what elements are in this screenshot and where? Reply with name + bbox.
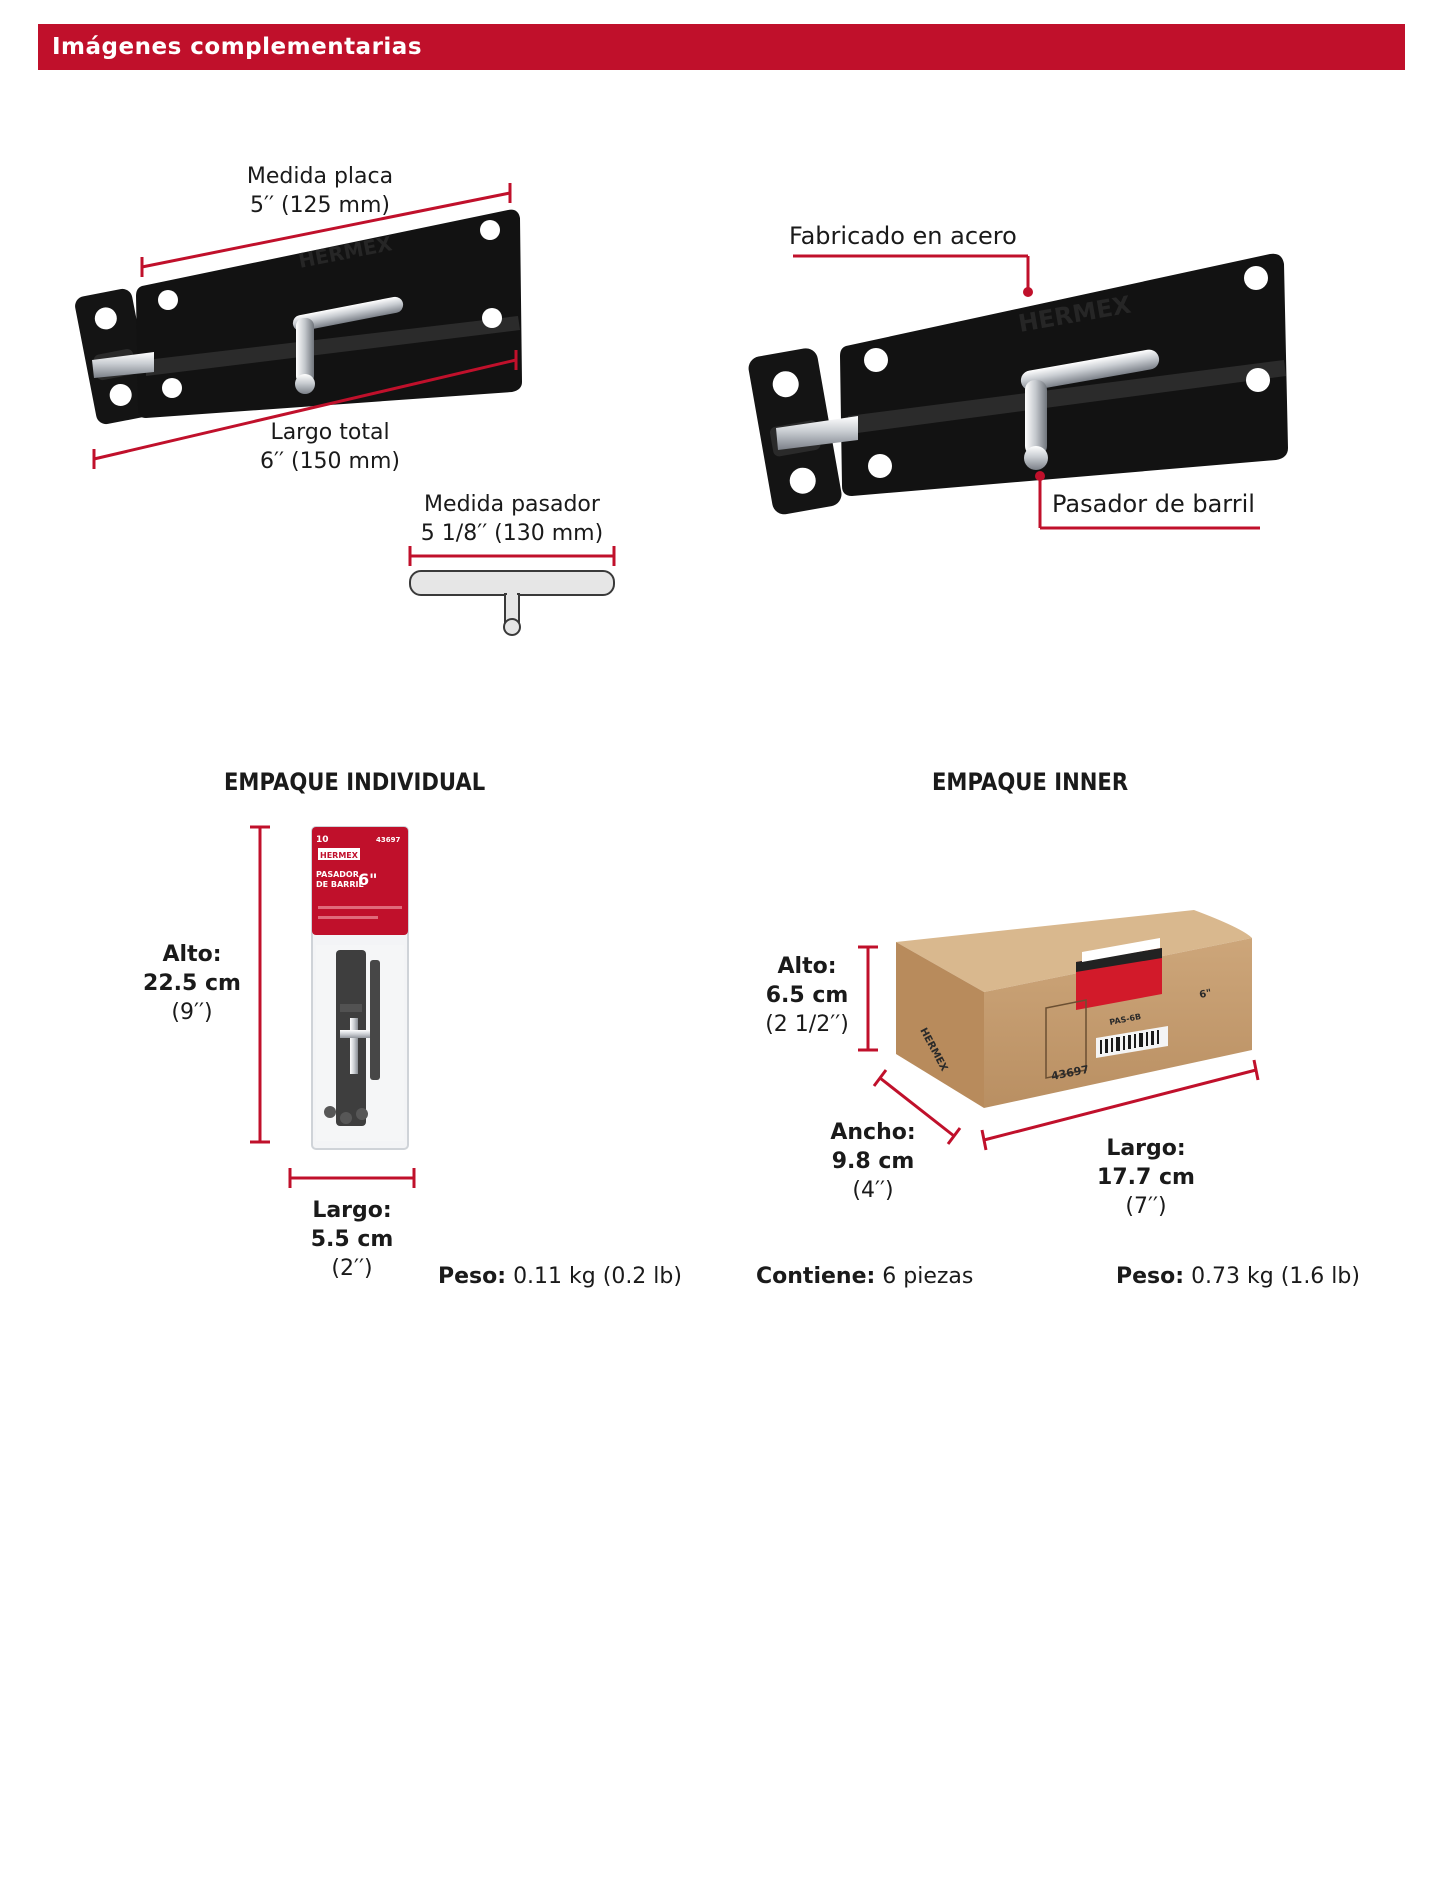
individual-weight-value: 0.11 kg (0.2 lb) [513,1264,682,1289]
inner-weight-value: 0.73 kg (1.6 lb) [1191,1264,1360,1289]
barrel-callout: Pasador de barril [1052,490,1255,518]
total-label: Largo total [270,420,390,445]
inner-weight-label: Peso: [1116,1264,1185,1289]
individual-largo-label: Largo: [312,1198,392,1223]
barrel-bolt-large: HERMEX [748,253,1288,515]
inner-largo: Largo: 17.7 cm (7′′) [1086,1134,1206,1221]
inner-contains-value: 6 piezas [882,1264,974,1289]
section-banner: Imágenes complementarias [38,24,1405,70]
individual-alto-label: Alto: [162,942,222,967]
material-callout: Fabricado en acero [789,222,1017,250]
individual-alto-cm: 22.5 cm [143,971,241,996]
card-size: 6" [358,870,377,889]
inner-largo-in: (7′′) [1125,1194,1167,1219]
inner-alto-label: Alto: [777,954,837,979]
callout-lines [793,254,1260,530]
card-qty: 10 [316,835,329,845]
card-brand: HERMEX [320,851,359,860]
card-code: 43697 [376,836,400,844]
inner-alto-in: (2 1/2′′) [765,1012,849,1037]
inner-ancho: Ancho: 9.8 cm (4′′) [818,1118,928,1205]
inner-alto: Alto: 6.5 cm (2 1/2′′) [752,952,862,1039]
total-value: 6′′ (150 mm) [260,449,400,474]
inner-dimension-lines [858,945,1260,1151]
inner-ancho-cm: 9.8 cm [831,1149,915,1174]
individual-weight-label: Peso: [438,1264,507,1289]
inner-ancho-in: (4′′) [852,1178,894,1203]
individual-title: EMPAQUE INDIVIDUAL [224,768,486,796]
inner-contains-label: Contiene: [756,1264,876,1289]
inner-contains: Contiene: 6 piezas [756,1262,973,1291]
banner-title: Imágenes complementarias [52,34,423,60]
pin-size-label: Medida pasador 5 1/8′′ (130 mm) [410,490,614,548]
plate-size-label: Medida placa 5′′ (125 mm) [230,162,410,220]
card-name-2: DE BARRIL [316,880,364,889]
box-size: 6" [1198,988,1212,1001]
total-length-label: Largo total 6′′ (150 mm) [240,418,420,476]
pin-label: Medida pasador [424,492,600,517]
dimension-line-plate [140,183,512,277]
individual-alto: Alto: 22.5 cm (9′′) [132,940,252,1027]
plate-value: 5′′ (125 mm) [250,193,390,218]
individual-package: HERMEX 10 43697 PASADOR DE BARRIL 6" [311,826,409,1150]
dimension-line-total [92,350,518,469]
inner-box: 43697 PAS-6B 6" HERMEX [896,910,1252,1108]
inner-weight: Peso: 0.73 kg (1.6 lb) [1116,1262,1360,1291]
individual-weight: Peso: 0.11 kg (0.2 lb) [438,1262,682,1291]
pin-diagram [408,546,616,636]
individual-largo: Largo: 5.5 cm (2′′) [292,1196,412,1283]
inner-ancho-label: Ancho: [830,1120,916,1145]
barrel-bolt-small: HERMEX [75,209,522,425]
inner-title: EMPAQUE INNER [932,768,1129,796]
inner-largo-cm: 17.7 cm [1097,1165,1195,1190]
plate-label: Medida placa [246,164,394,189]
pin-value: 5 1/8′′ (130 mm) [420,521,604,546]
inner-largo-label: Largo: [1106,1136,1186,1161]
individual-largo-cm: 5.5 cm [310,1227,394,1252]
individual-largo-in: (2′′) [331,1256,373,1281]
individual-alto-in: (9′′) [171,1000,213,1025]
inner-alto-cm: 6.5 cm [765,983,849,1008]
individual-dimension-lines [250,825,416,1188]
card-name-1: PASADOR [316,870,359,879]
